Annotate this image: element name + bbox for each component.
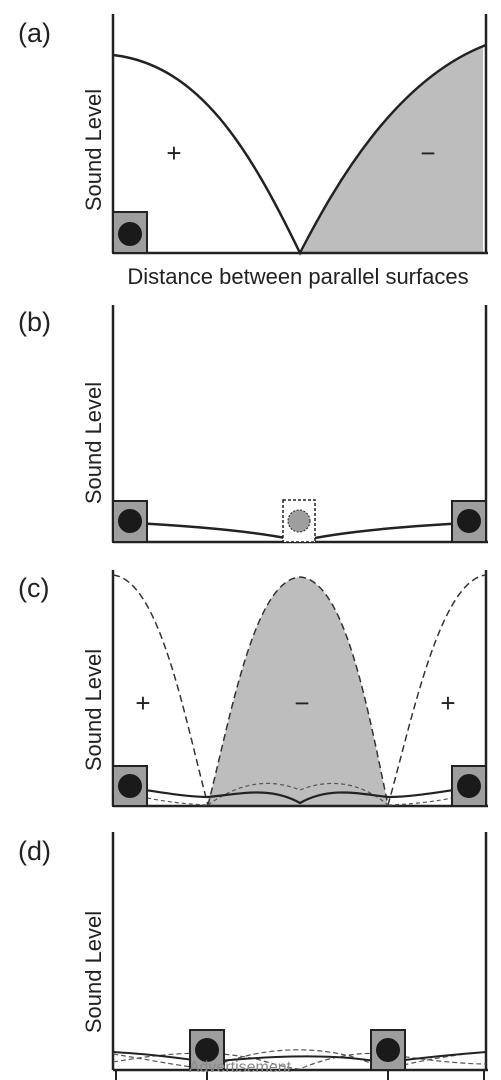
panel-d-ticks — [115, 1070, 485, 1080]
panel-d-label: (d) — [18, 836, 51, 866]
panel-c-dashed-right-lobe — [387, 574, 487, 806]
panel-d-dashed-curves — [112, 1049, 487, 1070]
panel-a-negative-region — [302, 46, 483, 253]
panel-a-label: (a) — [18, 18, 51, 48]
panel-a-speaker-icon — [112, 211, 148, 254]
panel-a-pressure-curve — [112, 43, 487, 256]
panel-c-small-dashed-arches — [112, 782, 487, 806]
panel-c-right-plus-sign: + — [440, 688, 455, 718]
panel-a-plus-sign: + — [166, 138, 181, 168]
panel-c-resultant-curve — [112, 783, 487, 805]
panel-b-label: (b) — [18, 307, 51, 337]
panel-b-right-speaker-icon — [451, 500, 487, 543]
panel-d-resultant-curve — [112, 1051, 487, 1064]
panel-a-ylabel: Sound Level — [81, 89, 106, 211]
panel-a-xlabel: Distance between parallel surfaces — [127, 264, 468, 289]
panel-d-ylabel: Sound Level — [81, 911, 106, 1033]
panel-c-dashed-center-lobe — [207, 576, 389, 806]
panel-c: (c) Sound Level + − + — [18, 570, 488, 808]
panel-d-left-speaker-icon — [189, 1029, 225, 1071]
panel-b-left-speaker-icon — [112, 500, 148, 543]
panel-c-negative-region — [208, 577, 388, 805]
panel-b-ylabel: Sound Level — [81, 382, 106, 504]
panel-c-ylabel: Sound Level — [81, 649, 106, 771]
panel-a-minus-sign: − — [420, 138, 435, 168]
panel-c-label: (c) — [18, 573, 49, 603]
panel-c-left-plus-sign: + — [135, 688, 150, 718]
panel-d-right-speaker-icon — [370, 1029, 406, 1071]
panel-b: (b) Sound Level — [18, 305, 488, 544]
advertisement-watermark: Advertisement — [189, 1059, 292, 1076]
panel-c-dashed-left-lobe — [112, 574, 209, 806]
panel-a: (a) Sound Level + − Distance between par… — [18, 14, 488, 289]
panel-d: (d) Sound Level Advertisement — [18, 832, 488, 1080]
panel-c-minus-sign: − — [294, 688, 309, 718]
panel-b-virtual-speaker-icon — [282, 499, 316, 543]
panel-c-left-speaker-icon — [112, 765, 148, 807]
panel-c-right-speaker-icon — [451, 765, 487, 807]
